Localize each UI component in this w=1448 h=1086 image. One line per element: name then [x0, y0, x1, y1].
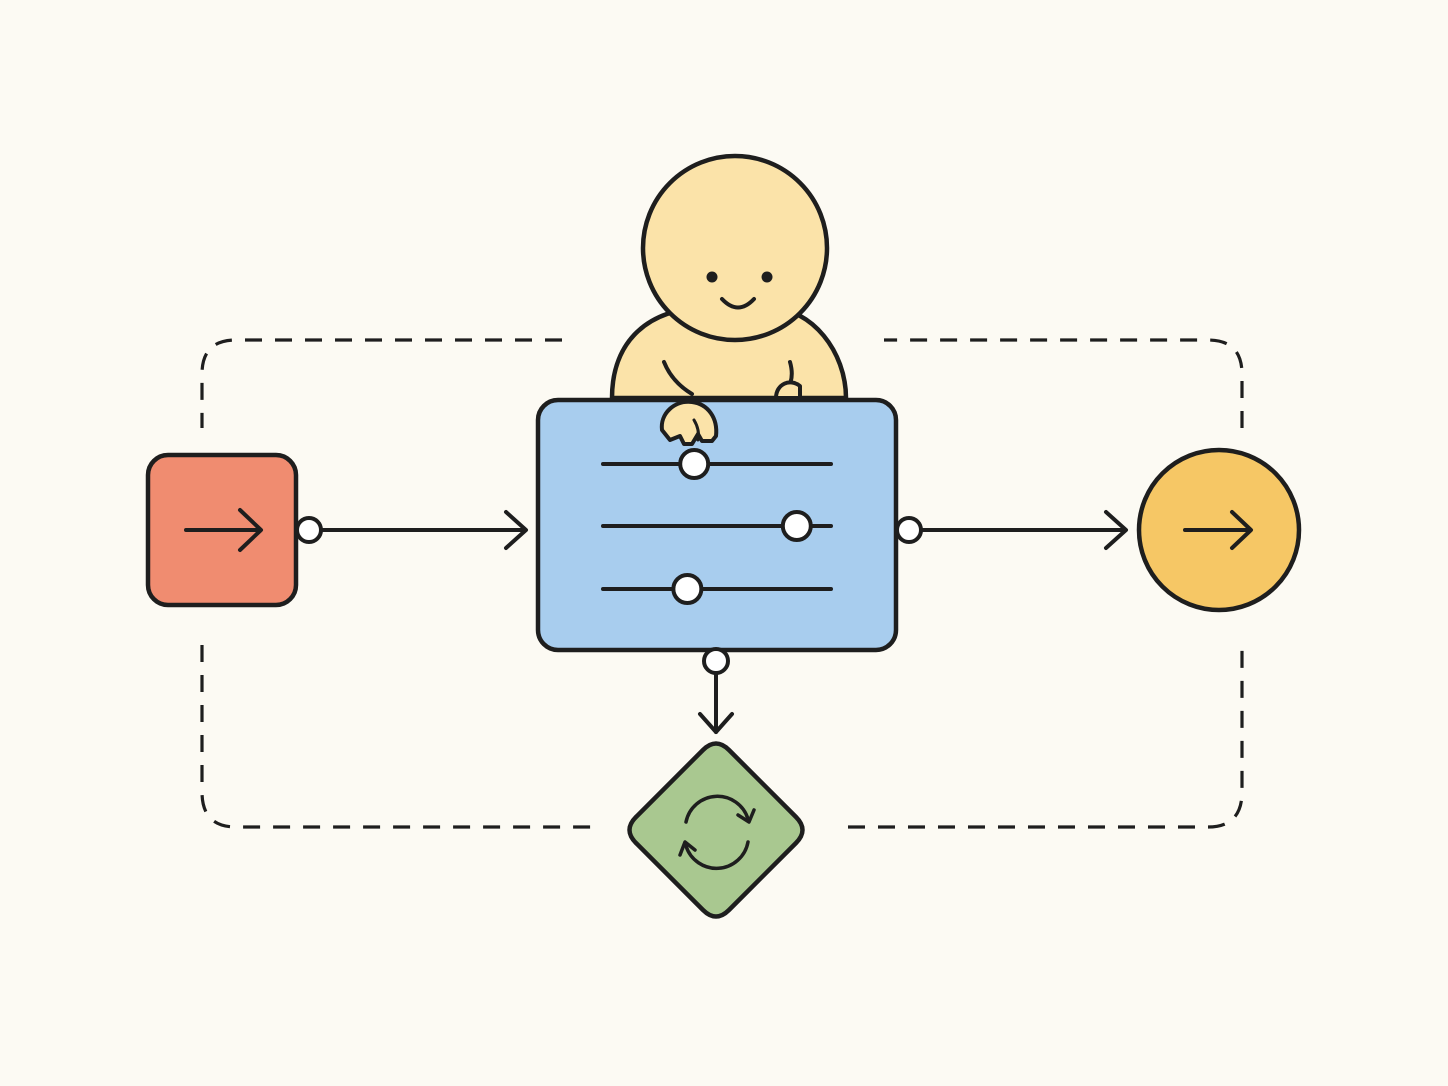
feedback-loop	[200, 338, 1244, 829]
operator-character	[609, 153, 849, 401]
slider-knob[interactable]	[671, 573, 704, 605]
slider-knob[interactable]	[678, 448, 711, 480]
arrow-right-icon	[1183, 510, 1253, 550]
refresh-icon	[678, 794, 756, 871]
slider-knob[interactable]	[780, 510, 813, 542]
edge-controller-to-output	[895, 510, 1128, 550]
input-output-port[interactable]	[295, 516, 323, 544]
sliders-icon	[601, 448, 833, 605]
controller-bottom-port[interactable]	[702, 647, 730, 675]
output-node[interactable]	[1136, 447, 1302, 613]
right-hand	[774, 380, 802, 400]
pointing-hand	[659, 399, 719, 446]
input-node[interactable]	[145, 452, 299, 608]
loop-node[interactable]	[627, 741, 805, 919]
smile	[720, 297, 756, 310]
arrow-right-icon	[184, 508, 263, 552]
edge-controller-to-loop	[698, 647, 734, 734]
edge-input-to-controller	[295, 510, 528, 550]
left-eye	[706, 271, 718, 283]
right-eye	[761, 271, 773, 283]
controller-output-port[interactable]	[895, 516, 923, 544]
